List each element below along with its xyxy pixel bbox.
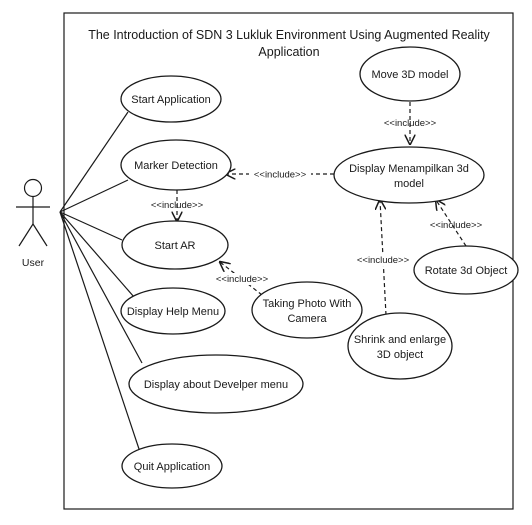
uc-move-3d-model-label: Move 3D model [371, 69, 448, 81]
include-label: <<include>> [151, 200, 204, 211]
uc-taking-photo-label-line1: Taking Photo With [263, 298, 352, 310]
uc-display-help-menu-label: Display Help Menu [127, 306, 219, 318]
uc-display-help-menu: Display Help Menu [120, 287, 226, 335]
include-label: <<include>> [430, 220, 483, 231]
label-bg [214, 273, 274, 285]
system-title-line2: Application [258, 45, 319, 59]
uc-rotate-3d-object-label: Rotate 3d Object [425, 265, 508, 277]
uc-display-3d-model-label-line1: Display Menampilkan 3d [349, 163, 469, 175]
uc-rotate-3d-object: Rotate 3d Object [413, 245, 519, 295]
include-label: <<include>> [357, 255, 410, 266]
uc-taking-photo: Taking Photo With Camera [251, 281, 363, 339]
actor-left-leg [18, 223, 34, 247]
label-bg [352, 253, 414, 266]
assoc-display-about-menu [59, 211, 143, 364]
uc-start-ar: Start AR [121, 220, 229, 270]
uc-marker-detection: Marker Detection [120, 139, 232, 191]
assoc-marker-detection [59, 179, 129, 213]
include-taking-photo-start-ar [220, 262, 263, 296]
uc-display-about-menu-label: Display about Develper menu [144, 379, 288, 391]
actor-right-leg [32, 223, 48, 247]
include-label: <<include>> [216, 274, 269, 285]
uc-start-application: Start Application [120, 75, 222, 123]
uc-quit-application-label: Quit Application [134, 461, 210, 473]
uc-display-3d-model-label-line2: model [394, 178, 424, 190]
label-bg [249, 167, 311, 180]
uc-shrink-enlarge-label-line2: 3D object [377, 349, 423, 361]
uc-display-3d-model: Display Menampilkan 3d model [333, 146, 485, 204]
uc-shrink-enlarge-label-line1: Shrink and enlarge [354, 334, 446, 346]
assoc-start-application [59, 111, 129, 213]
system-title-line1: The Introduction of SDN 3 Lukluk Environ… [88, 28, 490, 42]
uc-start-ar-label: Start AR [155, 240, 196, 252]
uc-display-about-menu: Display about Develper menu [128, 354, 304, 414]
assoc-display-help-menu [59, 211, 135, 298]
include-label: <<include>> [384, 118, 437, 129]
assoc-start-ar [59, 211, 123, 241]
include-label: <<include>> [254, 170, 307, 181]
uc-start-application-label: Start Application [131, 94, 211, 106]
uc-quit-application: Quit Application [121, 443, 223, 489]
actor-head [23, 178, 43, 198]
assoc-quit-application [59, 211, 141, 453]
uc-marker-detection-label: Marker Detection [134, 160, 218, 172]
actor-user: User [16, 178, 50, 269]
uc-taking-photo-label-line2: Camera [287, 313, 327, 325]
include-rotate-display-3d [436, 200, 467, 247]
uc-shrink-enlarge: Shrink and enlarge 3D object [347, 312, 453, 380]
actor-label: User [22, 257, 45, 269]
uc-move-3d-model: Move 3D model [359, 46, 461, 102]
